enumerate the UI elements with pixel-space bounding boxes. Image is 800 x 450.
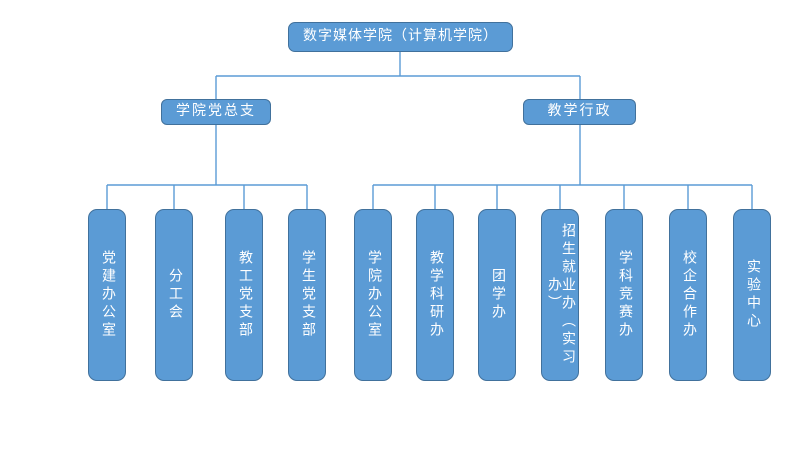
org-node-leaf-competition-office: 学科竞赛办	[605, 209, 643, 381]
org-node-leaf-league-student-office: 团学办	[478, 209, 516, 381]
org-node-leaf-faculty-party-branch: 教工党支部	[225, 209, 263, 381]
org-node-root: 数字媒体学院（计算机学院）	[288, 22, 513, 52]
org-node-leaf-experiment-center: 实验中心	[733, 209, 771, 381]
org-node-leaf-party-building-office: 党建办公室	[88, 209, 126, 381]
org-node-leaf-teaching-research-office: 教学科研办	[416, 209, 454, 381]
org-node-leaf-student-party-branch: 学生党支部	[288, 209, 326, 381]
org-node-branch-admin: 教学行政	[523, 99, 636, 125]
org-node-leaf-school-enterprise-office: 校企合作办	[669, 209, 707, 381]
org-node-leaf-admissions-employment-office: 招生就业办（实习办）	[541, 209, 579, 381]
org-node-leaf-college-office: 学院办公室	[354, 209, 392, 381]
org-node-leaf-branch-labor-union: 分工会	[155, 209, 193, 381]
org-node-branch-party: 学院党总支	[161, 99, 271, 125]
